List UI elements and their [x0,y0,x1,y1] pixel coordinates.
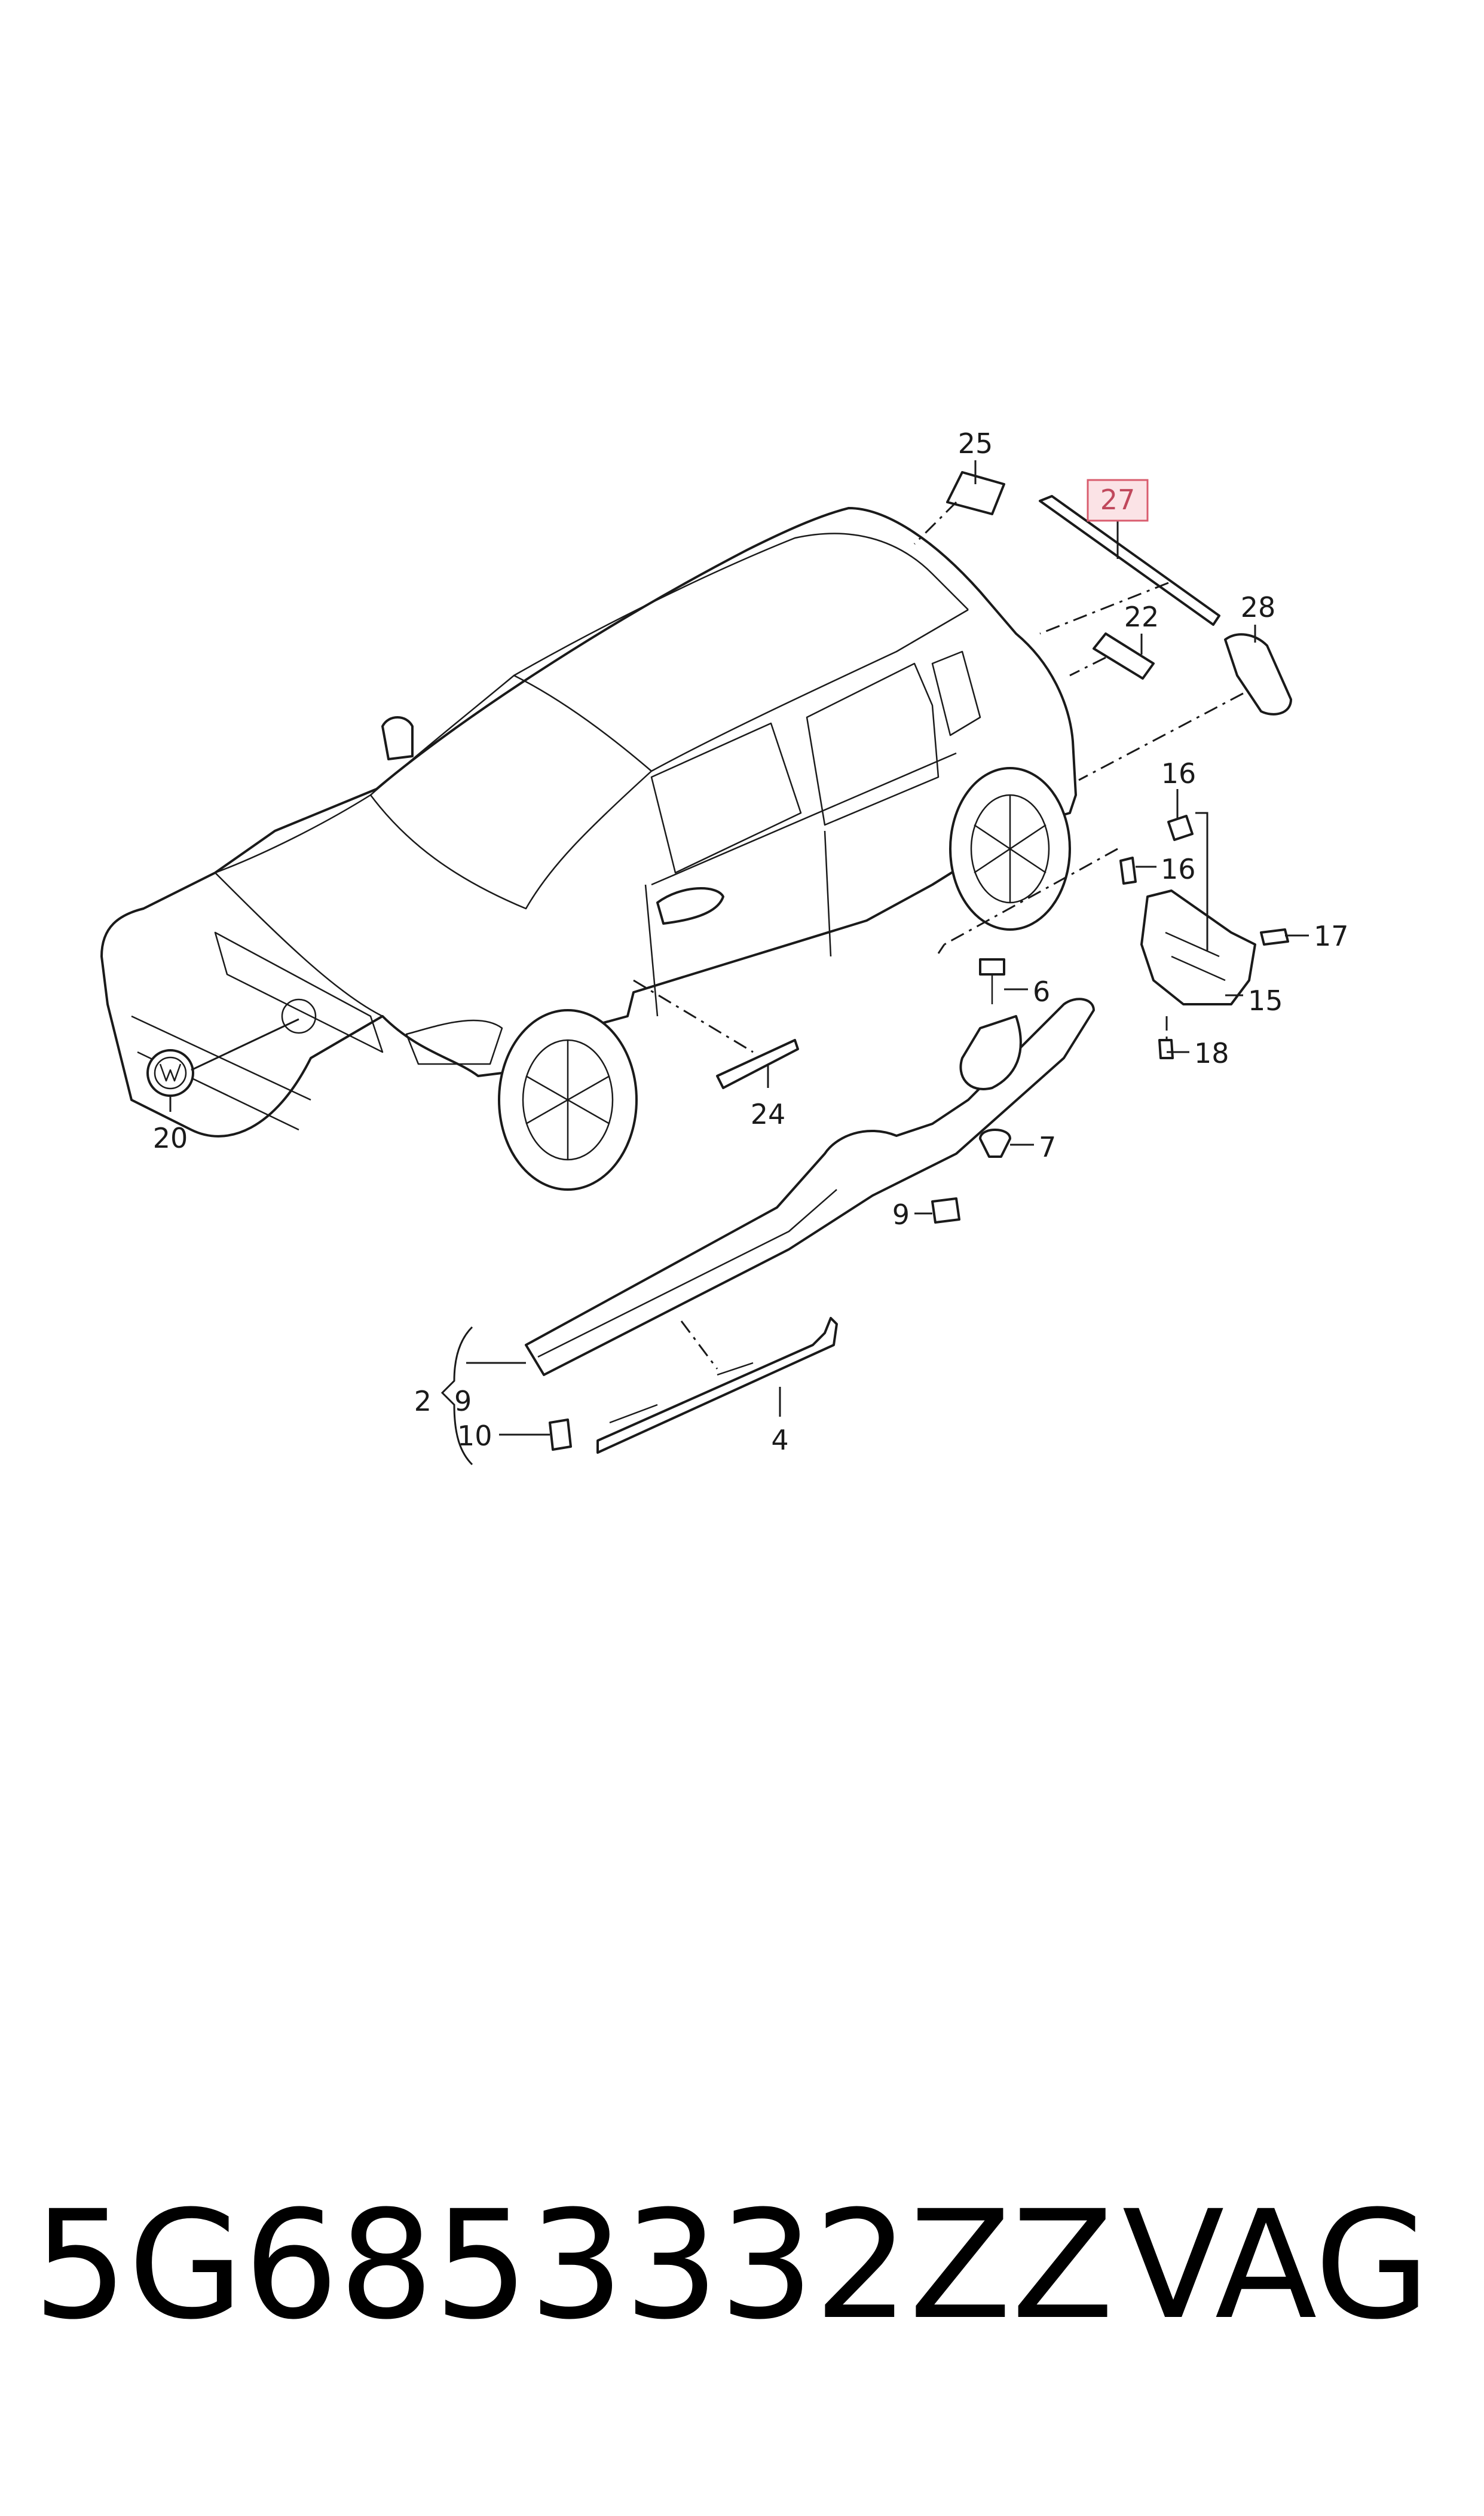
brand-label: VAG [1122,2178,1430,2352]
part-front-trim [959,1015,1022,1090]
callout-17: 17 [1314,920,1349,952]
callout-15: 15 [1248,985,1283,1017]
part-number: 5G6853332ZZ [33,2178,1114,2352]
callout-9-right: 9 [892,1199,910,1231]
callout-20: 20 [153,1122,188,1154]
part-16-clip-b [1119,857,1137,885]
callout-16-top: 16 [1161,757,1197,790]
part-10-clip [549,1419,572,1451]
callout-27-highlight [1087,479,1149,522]
part-9-clip-a [931,1197,960,1224]
callout-6: 6 [1033,976,1050,1008]
callout-22: 22 [1124,601,1159,633]
callout-28: 28 [1241,591,1276,623]
part-6-screw [979,958,1005,976]
callout-18: 18 [1194,1037,1229,1069]
callout-16-mid: 16 [1161,853,1196,885]
part-4-rail [596,1317,838,1454]
part-22-decal [1093,632,1155,680]
part-25-decal [946,471,1005,515]
part-20-badge [146,1049,194,1097]
callout-25: 25 [958,427,993,460]
part-sill-trim [525,998,1095,1376]
part-7-clip [979,1129,1011,1158]
leader-lines [169,460,1309,1466]
callout-27: 27 [1100,484,1136,516]
part-17-bolt [1260,928,1289,946]
part-18-bolt [1158,1039,1174,1059]
part-28-plate [1224,633,1292,716]
part-27-strip [1039,495,1220,626]
part-16-clip-a [1167,815,1194,841]
callouts: 25 27 22 28 16 16 17 15 18 6 7 9 20 24 2… [153,427,1349,1456]
callout-9-left: 9 [454,1385,472,1417]
callout-10: 10 [457,1420,492,1452]
callout-24: 24 [751,1098,786,1130]
callout-2: 2 [414,1385,432,1417]
parts [146,471,1292,1454]
callout-7: 7 [1039,1131,1056,1163]
callout-4: 4 [771,1424,788,1456]
part-24-strip [716,1039,799,1089]
car-illustration [100,507,1077,1191]
